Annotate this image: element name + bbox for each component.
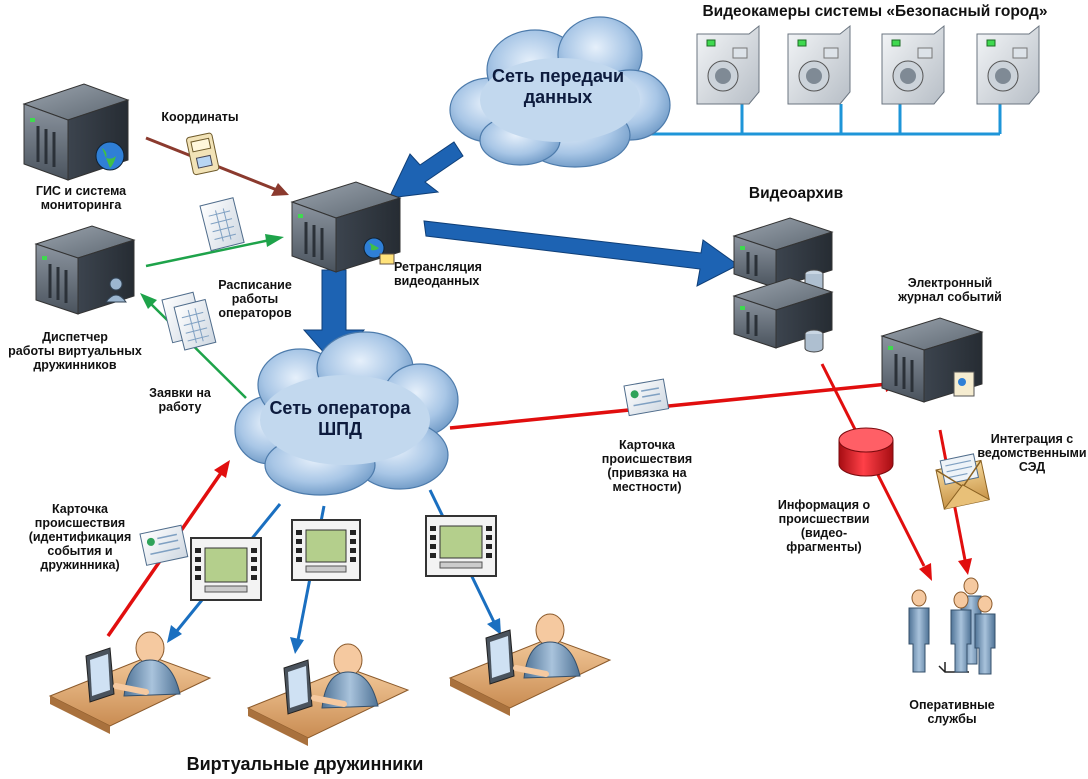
data-network-cloud: [449, 16, 671, 168]
operator-network-cloud: [234, 331, 459, 496]
video-archive-label: Видеоархив: [748, 185, 844, 202]
requests-documents-icon: [161, 291, 217, 351]
requests-label: Заявки на работу: [149, 386, 211, 414]
volunteer-workstation-3: [448, 613, 612, 716]
dispatcher-label: Диспетчер работы виртуальных дружинников: [8, 330, 142, 372]
incident-card-volunteer-icon: [139, 524, 189, 566]
coordinates-label: Координаты: [161, 110, 239, 124]
schedule-label: Расписание работы операторов: [218, 278, 292, 320]
camera-bus: [648, 104, 1002, 136]
cameras-title: Видеокамеры системы «Безопасный город»: [702, 3, 1048, 20]
event-journal-label: Электронный журнал событий: [898, 276, 1002, 304]
operative-services-people-icon: [908, 577, 996, 675]
camera-icon-4: [976, 24, 1040, 105]
relay-to-archive-arrow: [423, 220, 739, 287]
event-journal-server-icon: [880, 317, 984, 403]
volunteer-workstation-2: [246, 643, 410, 746]
camera-icon-3: [881, 24, 945, 105]
dispatcher-server-icon: [34, 225, 136, 315]
incident-info-label: Информация о происшествии (видео- фрагме…: [777, 498, 871, 554]
data-network-to-relay-arrow: [388, 141, 464, 199]
video-feed-tablet-2: [291, 519, 361, 581]
data-network-label: Сеть передачи данных: [491, 66, 625, 107]
incident-card-arrow: [449, 377, 904, 430]
schedule-arrow: [145, 234, 284, 268]
database-icon: [838, 427, 894, 477]
operative-services-label: Оперативные службы: [909, 698, 995, 726]
envelope-icon: [935, 453, 990, 510]
camera-icon-1: [696, 24, 760, 105]
volunteer-workstation-1: [48, 631, 212, 734]
video-feed-tablet-3: [425, 515, 497, 577]
requests-arrow: [140, 293, 247, 399]
integration-label: Интеграция с ведомственными СЭД: [977, 432, 1087, 474]
relay-server-icon: [290, 181, 402, 273]
virtual-volunteers-title: Виртуальные дружинники: [186, 754, 424, 774]
camera-icon-2: [787, 24, 851, 105]
incident-card-identify-label: Карточка происшествия (идентификация соб…: [28, 502, 132, 572]
relay-label: Ретрансляция видеоданных: [394, 260, 482, 288]
operator-network-label: Сеть оператора ШПД: [269, 398, 411, 439]
video-feed-tablet-1: [190, 537, 262, 601]
incident-card-location-label: Карточка происшествия (привязка на местн…: [601, 438, 693, 494]
coordinates-device-icon: [186, 132, 220, 176]
incident-card-icon: [623, 378, 670, 417]
gis-label: ГИС и система мониторинга: [35, 184, 127, 212]
video-archive-server-icon: [732, 217, 834, 353]
schedule-document-icon: [199, 197, 245, 252]
gis-server-icon: [22, 83, 130, 181]
